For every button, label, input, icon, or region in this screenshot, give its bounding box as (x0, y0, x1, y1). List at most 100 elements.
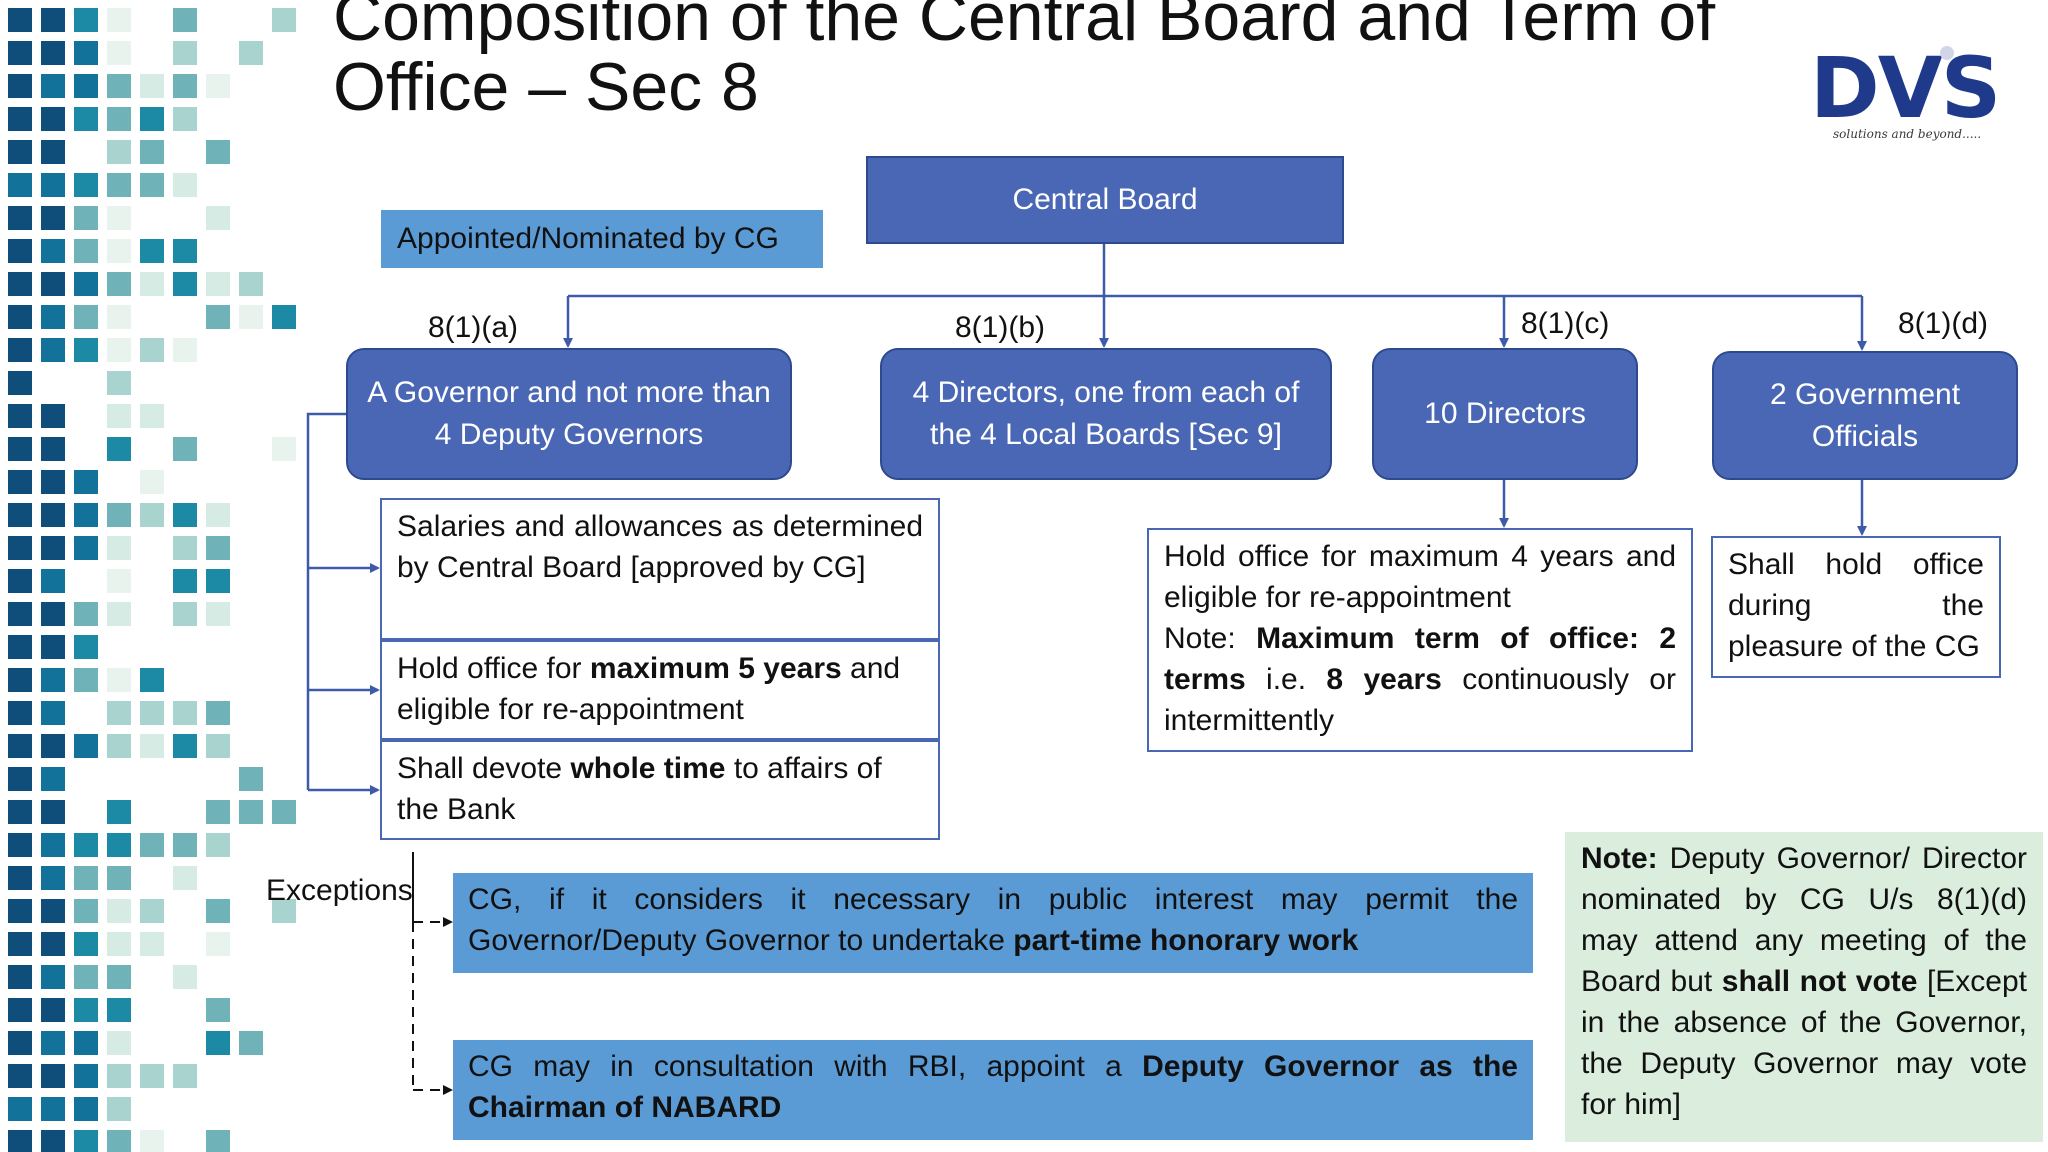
mosaic-tile (41, 899, 65, 923)
mosaic-tile (107, 503, 131, 527)
mosaic-tile (140, 107, 164, 131)
mosaic-tile (8, 668, 32, 692)
mosaic-tile (8, 866, 32, 890)
mosaic-tile (206, 602, 230, 626)
mosaic-tile (41, 932, 65, 956)
mosaic-tile (74, 866, 98, 890)
mosaic-tile (8, 932, 32, 956)
mosaic-tile (74, 833, 98, 857)
mosaic-tile (41, 833, 65, 857)
mosaic-tile (206, 899, 230, 923)
mosaic-tile (41, 8, 65, 32)
mosaic-tile (107, 338, 131, 362)
mosaic-tile (8, 965, 32, 989)
mosaic-tile (107, 206, 131, 230)
mosaic-tile (8, 272, 32, 296)
mosaic-tile (41, 1130, 65, 1152)
mosaic-tile (173, 866, 197, 890)
local-board-directors-node: 4 Directors, one from each of the 4 Loca… (880, 348, 1332, 480)
mosaic-tile (41, 536, 65, 560)
mosaic-tile (8, 404, 32, 428)
mosaic-tile (74, 470, 98, 494)
mosaic-tile (107, 41, 131, 65)
mosaic-tile (8, 206, 32, 230)
mosaic-tile (107, 998, 131, 1022)
term-text: Hold office for (397, 652, 590, 685)
mosaic-tile (206, 734, 230, 758)
mosaic-tile (74, 635, 98, 659)
mosaic-tile (41, 239, 65, 263)
note-text-exception: [Except in the absence of the Governor, … (1581, 965, 2027, 1121)
mosaic-tile (140, 404, 164, 428)
directors-note-end: continuously or intermittently (1164, 663, 1676, 737)
mosaic-tile (107, 866, 131, 890)
mosaic-tile (173, 239, 197, 263)
mosaic-tile (8, 800, 32, 824)
mosaic-tile (206, 206, 230, 230)
mosaic-tile (107, 107, 131, 131)
mosaic-tile (206, 1130, 230, 1152)
mosaic-tile (41, 173, 65, 197)
mosaic-tile (41, 272, 65, 296)
mosaic-tile (41, 602, 65, 626)
mosaic-tile (107, 1064, 131, 1088)
mosaic-tile (8, 107, 32, 131)
decorative-tile-mosaic (8, 8, 296, 1152)
mosaic-tile (107, 404, 131, 428)
mosaic-tile (8, 1031, 32, 1055)
mosaic-tile (8, 74, 32, 98)
mosaic-tile (173, 41, 197, 65)
mosaic-tile (74, 734, 98, 758)
mosaic-tile (140, 503, 164, 527)
mosaic-tile (107, 1130, 131, 1152)
exceptions-label: Exceptions (266, 874, 413, 907)
section-label-8-1-b: 8(1)(b) (955, 311, 1046, 344)
central-board-box: Central Board (866, 156, 1344, 244)
mosaic-tile (74, 305, 98, 329)
mosaic-tile (239, 272, 263, 296)
mosaic-tile (74, 74, 98, 98)
directors-note-mid: i.e. (1245, 663, 1327, 696)
mosaic-tile (74, 1064, 98, 1088)
mosaic-tile (74, 173, 98, 197)
mosaic-tile (107, 1031, 131, 1055)
mosaic-tile (140, 140, 164, 164)
mosaic-tile (272, 800, 296, 824)
mosaic-tile (173, 338, 197, 362)
mosaic-tile (272, 8, 296, 32)
ten-directors-node: 10 Directors (1372, 348, 1638, 480)
mosaic-tile (140, 1130, 164, 1152)
mosaic-tile (8, 8, 32, 32)
page-title: Composition of the Central Board and Ter… (333, 0, 1716, 125)
section-label-8-1-a: 8(1)(a) (428, 311, 519, 344)
mosaic-tile (8, 1064, 32, 1088)
mosaic-tile (8, 536, 32, 560)
mosaic-tile (74, 41, 98, 65)
mosaic-tile (8, 1097, 32, 1121)
mosaic-tile (74, 8, 98, 32)
mosaic-tile (74, 1031, 98, 1055)
mosaic-tile (41, 437, 65, 461)
mosaic-tile (206, 272, 230, 296)
mosaic-tile (41, 140, 65, 164)
mosaic-tile (74, 338, 98, 362)
mosaic-tile (41, 635, 65, 659)
mosaic-tile (107, 371, 131, 395)
mosaic-tile (41, 74, 65, 98)
connector-governor-bracket (306, 412, 346, 790)
mosaic-tile (41, 998, 65, 1022)
mosaic-tile (173, 833, 197, 857)
mosaic-tile (206, 833, 230, 857)
mosaic-tile (41, 305, 65, 329)
mosaic-tile (74, 1130, 98, 1152)
mosaic-tile (140, 899, 164, 923)
mosaic-tile (239, 305, 263, 329)
mosaic-tile (41, 701, 65, 725)
mosaic-tile (8, 437, 32, 461)
mosaic-tile (107, 668, 131, 692)
mosaic-tile (8, 470, 32, 494)
mosaic-tile (41, 668, 65, 692)
mosaic-tile (173, 437, 197, 461)
mosaic-tile (206, 503, 230, 527)
mosaic-tile (41, 1031, 65, 1055)
